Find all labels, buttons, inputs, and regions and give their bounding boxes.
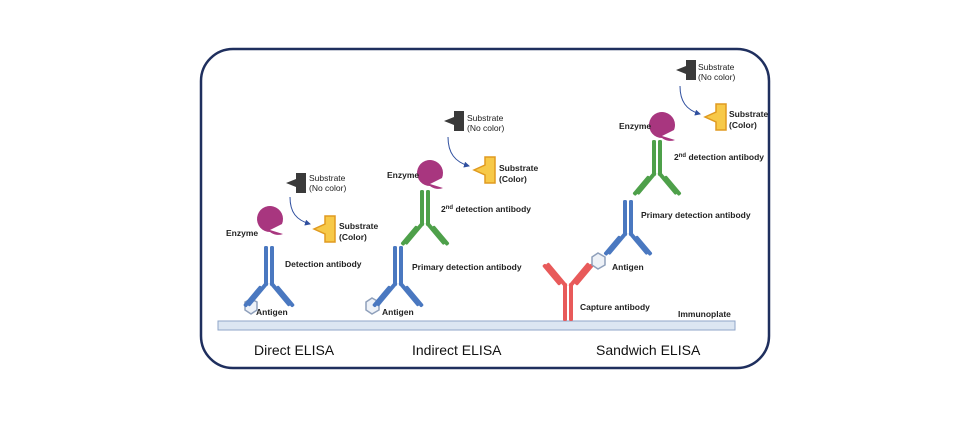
enzyme-icon [257,206,283,235]
color-label: (Color) [339,232,367,242]
antigen-icon [591,252,606,270]
secondary-antibody-icon [400,190,450,246]
substrate-label: Substrate [309,173,346,183]
enzyme-label: Enzyme [226,228,258,238]
enzyme-label: Enzyme [619,121,651,131]
direct-elisa-title: Direct ELISA [254,342,335,358]
antigen-label: Antigen [612,262,644,272]
substrate-icon [676,60,696,80]
second-detection-antibody-label: 2nd detection antibody [441,204,531,214]
sandwich-elisa-group: Capture antibody Antigen Primary detecti… [542,60,768,321]
substrate-label: Substrate [698,62,735,72]
primary-antibody-icon [603,200,653,256]
enzyme-icon [416,159,443,189]
substrate-label: Substrate [339,221,378,231]
detection-antibody-label: Detection antibody [285,259,362,269]
antigen-label: Antigen [382,307,414,317]
enzyme-label: Enzyme [387,170,419,180]
second-detection-antibody-label: 2nd detection antibody [674,152,764,162]
direct-elisa-group: Antigen Detection antibody Enzyme Substr… [226,173,378,317]
no-color-label: (No color) [467,123,504,133]
substrate-label: Substrate [467,113,504,123]
no-color-label: (No color) [309,183,346,193]
indirect-elisa-title: Indirect ELISA [412,342,502,358]
substrate-icon [444,111,464,131]
secondary-antibody-icon [632,140,682,196]
primary-antibody-icon [372,246,424,308]
primary-detection-antibody-label: Primary detection antibody [412,262,522,272]
sandwich-elisa-title: Sandwich ELISA [596,342,701,358]
substrate-label: Substrate [729,109,768,119]
arrow-icon [289,196,311,226]
capture-antibody-label: Capture antibody [580,302,650,312]
immunoplate-label: Immunoplate [678,309,731,319]
arrow-icon [679,85,701,116]
substrate-color-icon [312,215,336,243]
diagram-frame [199,47,771,370]
antigen-label: Antigen [256,307,288,317]
substrate-color-icon [472,156,496,184]
primary-detection-antibody-label: Primary detection antibody [641,210,751,220]
enzyme-icon [649,112,675,141]
color-label: (Color) [729,120,757,130]
substrate-color-icon [703,103,727,131]
detection-antibody-icon [243,246,295,308]
no-color-label: (No color) [698,72,735,82]
substrate-label: Substrate [499,163,538,173]
capture-antibody-icon [542,262,594,321]
indirect-elisa-group: Antigen Primary detection antibody 2nd d… [365,111,538,317]
color-label: (Color) [499,174,527,184]
substrate-icon [286,173,306,193]
immunoplate [217,320,736,331]
arrow-icon [447,136,470,168]
